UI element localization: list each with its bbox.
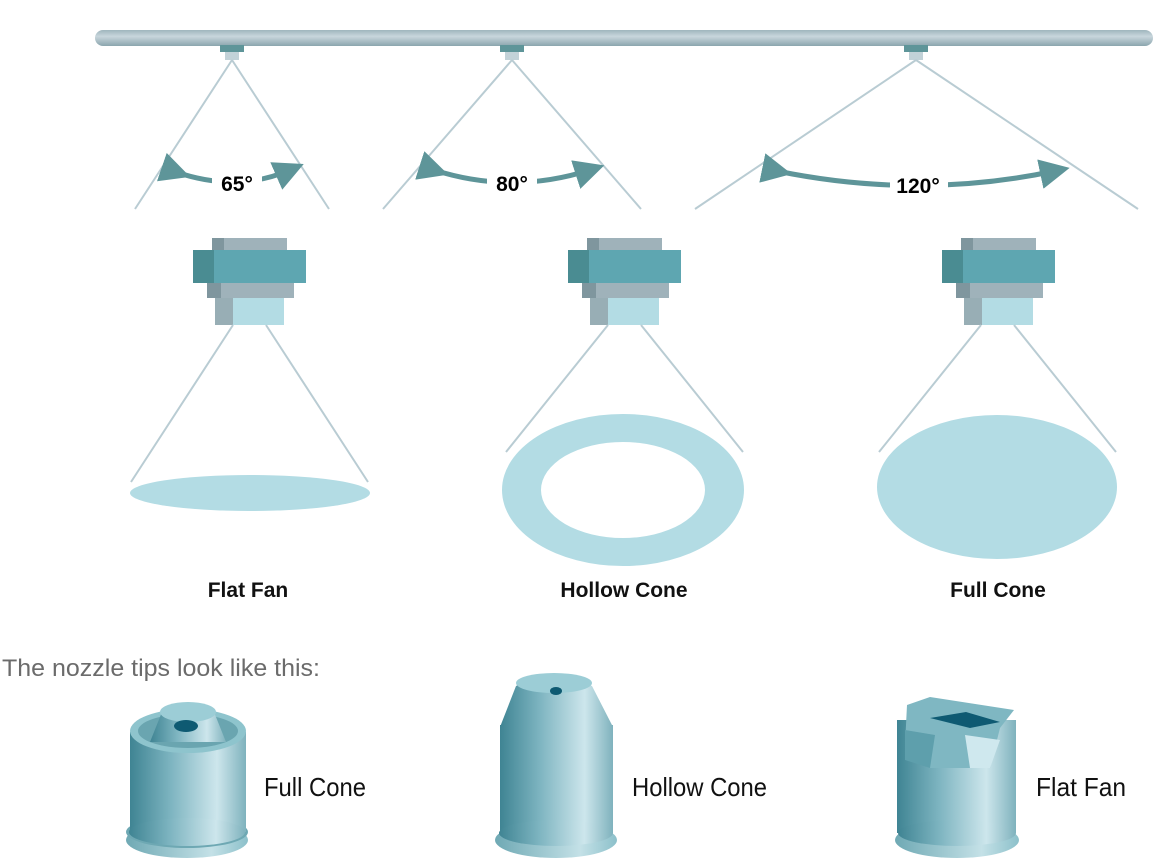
- angle-label: 80°: [496, 173, 528, 196]
- angle-label: 120°: [896, 175, 939, 198]
- flat-fan-tip-image: [895, 697, 1019, 858]
- hollow-cone-pattern: [501, 324, 745, 567]
- nozzle-body: [193, 238, 306, 325]
- full-cone-pattern: [877, 324, 1117, 559]
- hollow-cone-tip-image: [495, 673, 617, 858]
- boom-bar: [95, 30, 1153, 46]
- intro-text: The nozzle tips look like this:: [2, 655, 320, 682]
- angle-label: 65°: [221, 173, 253, 196]
- tip-label: Flat Fan: [1036, 772, 1126, 802]
- flat-fan-pattern: [130, 324, 370, 511]
- tip-label: Hollow Cone: [632, 772, 767, 802]
- pattern-label: Flat Fan: [208, 579, 289, 602]
- tip-label: Full Cone: [264, 772, 366, 802]
- pattern-label: Full Cone: [950, 579, 1046, 602]
- full-cone-tip-image: [126, 702, 248, 858]
- pattern-label: Hollow Cone: [560, 579, 687, 602]
